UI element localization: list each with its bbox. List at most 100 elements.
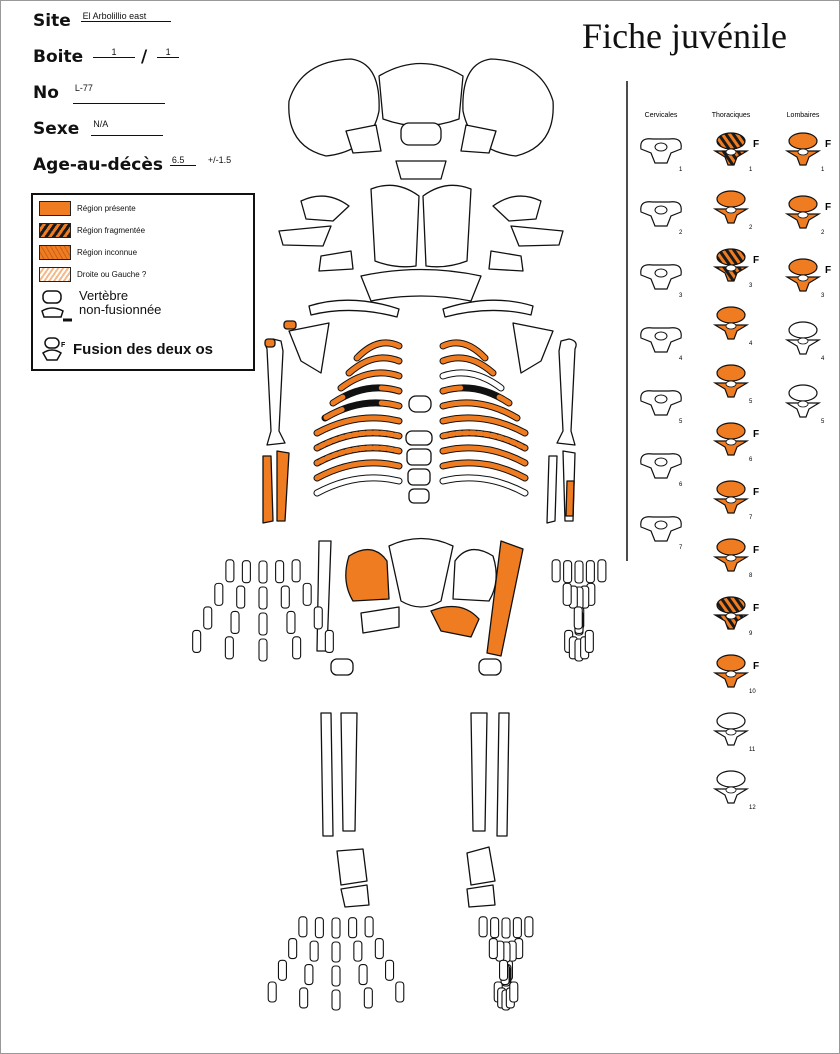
vertebral-foramen — [725, 786, 737, 794]
phalanx — [585, 560, 595, 584]
phalanx — [258, 638, 268, 662]
vertebra-number: 2 — [679, 230, 683, 236]
vertebra-number: 9 — [749, 631, 753, 637]
phalanx — [299, 987, 309, 1009]
phalanx — [490, 917, 500, 939]
phalanx — [236, 585, 246, 609]
vertebra-number: 2 — [821, 230, 825, 236]
present-swatch — [39, 201, 71, 216]
vertebral-body — [716, 654, 746, 672]
legend-unfused-line1: Vertèbre — [79, 288, 129, 303]
phalanx — [331, 917, 341, 939]
phalanx — [324, 629, 334, 653]
fusion-mark: F — [753, 603, 759, 614]
cervical-vertebra — [640, 516, 682, 542]
cervical-vertebra — [640, 327, 682, 353]
vertebra-number: 8 — [749, 573, 753, 579]
boite-value-a: 1 — [93, 47, 136, 58]
svg-text:F: F — [61, 342, 66, 349]
vertebra-number: 2 — [749, 225, 753, 231]
zygomatic-right — [492, 195, 542, 222]
vertebral-arch — [784, 213, 822, 229]
vertebral-foramen — [654, 331, 668, 341]
legend-unknown-label: Région inconnue — [77, 248, 138, 257]
vertebra-number: 3 — [821, 293, 825, 299]
vertebra-number: 4 — [679, 356, 683, 362]
vertebral-foramen — [725, 438, 737, 446]
phalanx — [241, 560, 251, 584]
phalanx — [551, 559, 561, 583]
sphenoid — [395, 160, 447, 180]
phalanx — [584, 629, 594, 653]
sternebra-4 — [408, 488, 430, 504]
occipital — [378, 62, 464, 127]
maxilla-left — [278, 225, 332, 247]
talus-left — [340, 884, 370, 908]
sternebra-1 — [405, 430, 433, 446]
vertebral-foramen — [725, 148, 737, 156]
rib — [440, 430, 528, 451]
vertebral-foramen — [654, 457, 668, 467]
vertebra-number: 5 — [749, 399, 753, 405]
vertebral-foramen — [725, 554, 737, 562]
phalanx — [280, 585, 290, 609]
thoracic-vertebra — [712, 190, 750, 224]
vertebral-foramen — [725, 612, 737, 620]
vertebral-foramen — [797, 274, 809, 282]
thoracic-vertebra — [712, 654, 750, 688]
manubrium — [408, 395, 432, 413]
fusion-mark: F — [825, 265, 831, 276]
vertebral-arch — [784, 150, 822, 166]
acromion-left — [283, 320, 297, 330]
phalanx — [258, 560, 268, 584]
site-label: Site — [33, 11, 71, 31]
vertebral-arch — [712, 788, 750, 804]
age-uncertainty: +/-1.5 — [207, 155, 232, 165]
age-field: Age-au-décès 6.5 +/-1.5 — [33, 155, 233, 175]
vertebral-body — [716, 132, 746, 150]
vertebral-body — [716, 190, 746, 208]
frontal-left — [370, 184, 420, 268]
col-lumbar-label: Lombaires — [787, 112, 820, 119]
maxilla-right — [510, 225, 564, 247]
no-label: No — [33, 83, 59, 103]
fusion-mark: F — [753, 545, 759, 556]
boite-label: Boite — [33, 47, 84, 67]
thoracic-vertebra — [712, 770, 750, 804]
temporal-left — [345, 124, 382, 154]
vertebral-body — [788, 258, 818, 276]
femur-right — [486, 540, 524, 657]
site-value: El Arbolillio east — [80, 11, 171, 22]
phalanx — [385, 959, 395, 981]
legend-unfused-line2: non-fusionnée — [79, 302, 162, 317]
vertebral-foramen — [725, 728, 737, 736]
talus-right — [466, 884, 496, 908]
ischium-left — [360, 606, 400, 634]
phalanx — [203, 606, 213, 630]
vertebral-body — [716, 422, 746, 440]
site-field: Site El Arbolillio east — [33, 11, 171, 31]
patella-left — [330, 658, 354, 676]
vertebra-number: 3 — [749, 283, 753, 289]
phalanx — [277, 959, 287, 981]
legend-unfused-text: Vertèbre non-fusionnée — [79, 289, 161, 317]
vertebral-body — [788, 132, 818, 150]
sexe-field: Sexe N/A — [33, 119, 164, 139]
phalanx — [298, 916, 308, 938]
vertebra-number: 1 — [821, 167, 825, 173]
vertebral-arch — [712, 208, 750, 224]
cervical-vertebra — [640, 138, 682, 164]
humerus-head-left — [264, 338, 276, 348]
vertebral-body — [716, 306, 746, 324]
scapula-left — [288, 322, 330, 374]
calcaneus-left — [336, 848, 368, 886]
vertebral-foramen — [654, 268, 668, 278]
fusion-mark: F — [825, 202, 831, 213]
lumbar-vertebra — [784, 195, 822, 229]
vertebral-body — [716, 248, 746, 266]
vertebral-body — [788, 321, 818, 339]
thoracic-vertebra — [712, 306, 750, 340]
zygomatic-left — [300, 195, 350, 222]
